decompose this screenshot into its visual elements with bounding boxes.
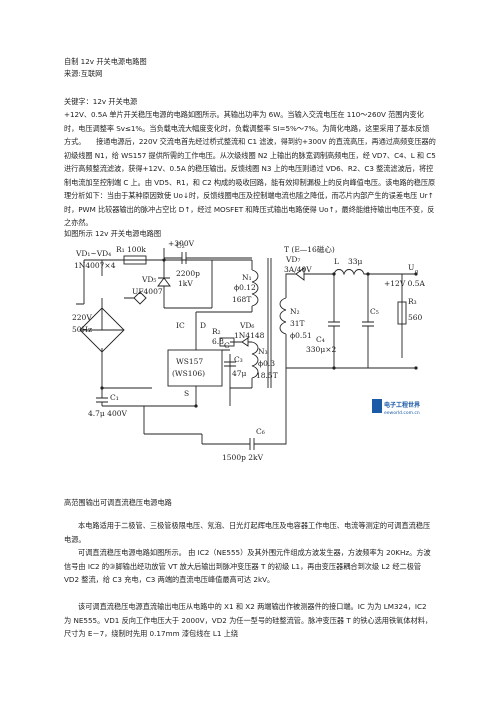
label-vd-group1: VD₁~VD₄: [75, 249, 111, 258]
label-d: D: [200, 321, 206, 330]
label-vd6-value: 1N4148: [234, 331, 265, 340]
paragraph-2: 本电路适用于二极管、三极管极限电压、氖泡、日光灯起辉电压及电容器工作电压、电流等…: [64, 521, 431, 544]
label-n2-turns: 31T: [290, 319, 305, 328]
label-vout: +12V 0.5A: [384, 279, 426, 288]
label-uo-sub: o: [415, 269, 419, 275]
svg-text:eeworld.com.cn: eeworld.com.cn: [384, 410, 420, 416]
label-n1: N₁: [242, 273, 252, 282]
label-n2: N₂: [290, 307, 300, 316]
label-c3: C₃: [234, 355, 243, 364]
label-r3-value: 560: [408, 313, 423, 322]
label-c3-value: 47μ: [232, 369, 247, 378]
label-c1-value: 4.7μ 400V: [88, 409, 128, 418]
label-c1: C₁: [110, 393, 119, 402]
label-c-pin: C: [224, 341, 230, 350]
label-r3: R₃: [408, 297, 417, 306]
label-r2: R₂: [212, 327, 221, 336]
label-r1: R₁ 100k: [116, 245, 146, 254]
paragraph-3: 可调直流稳压电源电路如图所示。 由 IC2（NE555）及其外围元件组成方波发生…: [64, 548, 431, 584]
label-c2: C₂: [176, 241, 185, 250]
label-uo: U: [408, 263, 414, 272]
label-c4: C₄: [316, 335, 325, 344]
label-ic: IC: [176, 321, 185, 330]
label-vd6: VD₆: [239, 321, 254, 330]
paragraph-1: +12V、0.5A 单片开关稳压电源的电路如图所示。其输出功率为 6W。当输入交…: [64, 110, 436, 227]
svg-text:电子工程世界: 电子工程世界: [384, 401, 421, 409]
label-chip1: WS157: [176, 357, 203, 366]
label-n3-wire: ϕ0.3: [258, 359, 275, 368]
label-vd5-value: UF4007: [132, 287, 163, 296]
eeworld-logo: 电子工程世界 eeworld.com.cn: [372, 399, 422, 425]
section-heading: 高范围输出可调直流稳压电源电路: [64, 498, 172, 507]
label-c4-value: 330μ×2: [306, 345, 336, 354]
paragraph-4: 该可调直流稳压电源直流输出电压从电路中的 X1 和 X2 两端输出作被测器件的接…: [64, 602, 433, 638]
doc-source: 来源:互联网: [64, 69, 103, 78]
doc-title: 自制 12v 开关电源电路图: [64, 57, 147, 66]
label-n3: N₃: [258, 347, 268, 356]
label-vac2: 50Hz: [72, 325, 92, 334]
figure-caption: 如图所示 12v 开关电源电路图: [64, 229, 162, 238]
label-l: L: [334, 257, 339, 266]
label-vac1: 220V: [72, 313, 92, 322]
label-n2-wire: ϕ0.51: [290, 331, 312, 340]
label-c6-value: 1500p 2kV: [222, 453, 264, 462]
label-vd5: VD₅: [141, 275, 156, 284]
label-c2-value2: 1kV: [178, 279, 193, 288]
label-n1-wire: ϕ0.12: [234, 283, 256, 292]
label-s: S: [184, 389, 189, 398]
label-vd7-value: 3A/40V: [284, 265, 312, 274]
label-transformer: T (E—16磁心): [284, 244, 335, 254]
label-chip2: (WS106): [172, 369, 205, 378]
label-n3-turns: 18.5T: [256, 371, 278, 380]
circuit-diagram: +300V T (E—16磁心) VD₁~VD₄ 1N4007×4 R₁ 100…: [72, 239, 426, 462]
label-l-value: 33μ: [348, 257, 363, 266]
label-r2-value: 6.8: [212, 337, 224, 346]
label-vd7: VD₇: [285, 255, 300, 264]
label-n1-turns: 168T: [232, 295, 251, 304]
label-vd-group2: 1N4007×4: [74, 261, 116, 270]
label-vplus: +300V: [168, 239, 195, 248]
doc-keywords: 关键字：12v 开关电源: [64, 97, 138, 106]
label-c2-value1: 2200p: [176, 269, 200, 278]
label-c6: C₆: [256, 427, 265, 436]
label-c5: C₅: [370, 307, 379, 316]
